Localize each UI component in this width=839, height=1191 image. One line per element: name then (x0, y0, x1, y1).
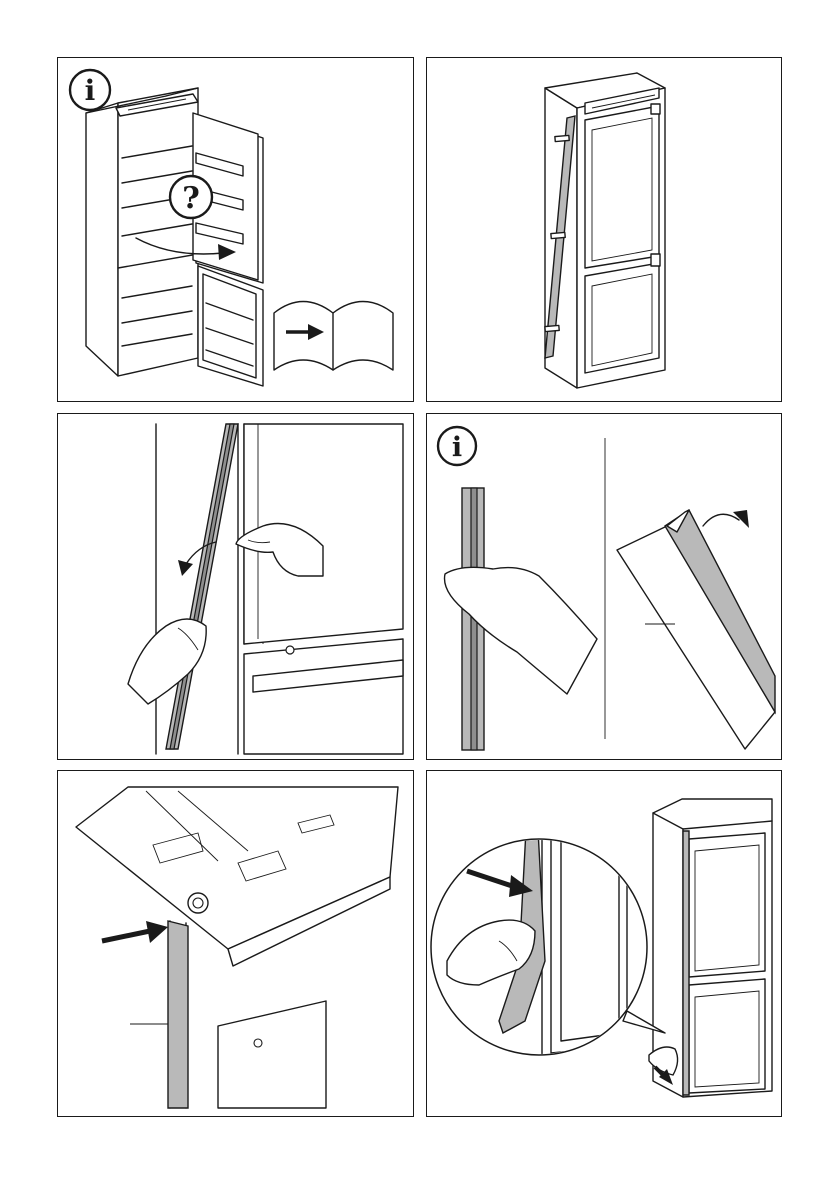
step-panel-fridge-with-seal (426, 57, 782, 402)
manual-book-icon (274, 302, 393, 371)
fridge-open-illustration (86, 88, 263, 386)
tape-closeup-illustration (617, 510, 775, 749)
press-arrow (102, 921, 168, 943)
step-panel-press-seal-top (57, 770, 414, 1117)
seal-strip (166, 424, 238, 749)
cabinet-edge-illustration (156, 424, 403, 754)
cabinet-top-corner-illustration (76, 787, 398, 1108)
lower-hand-illustration (128, 619, 206, 704)
remove-tape-arrow (703, 510, 749, 528)
step-panel-seal-detail: i (426, 413, 782, 760)
info-icon: i (438, 427, 476, 465)
seal-strip (168, 921, 188, 1108)
svg-text:i: i (452, 432, 462, 463)
question-icon: ? (170, 176, 212, 218)
info-icon: i (70, 70, 110, 110)
svg-text:i: i (85, 74, 96, 107)
step-panel-check-manual: i ? (57, 57, 414, 402)
magnified-detail (431, 811, 665, 1061)
step-panel-fit-seal-edge (426, 770, 782, 1117)
svg-text:?: ? (182, 181, 200, 216)
step-panel-peel-film (57, 413, 414, 760)
